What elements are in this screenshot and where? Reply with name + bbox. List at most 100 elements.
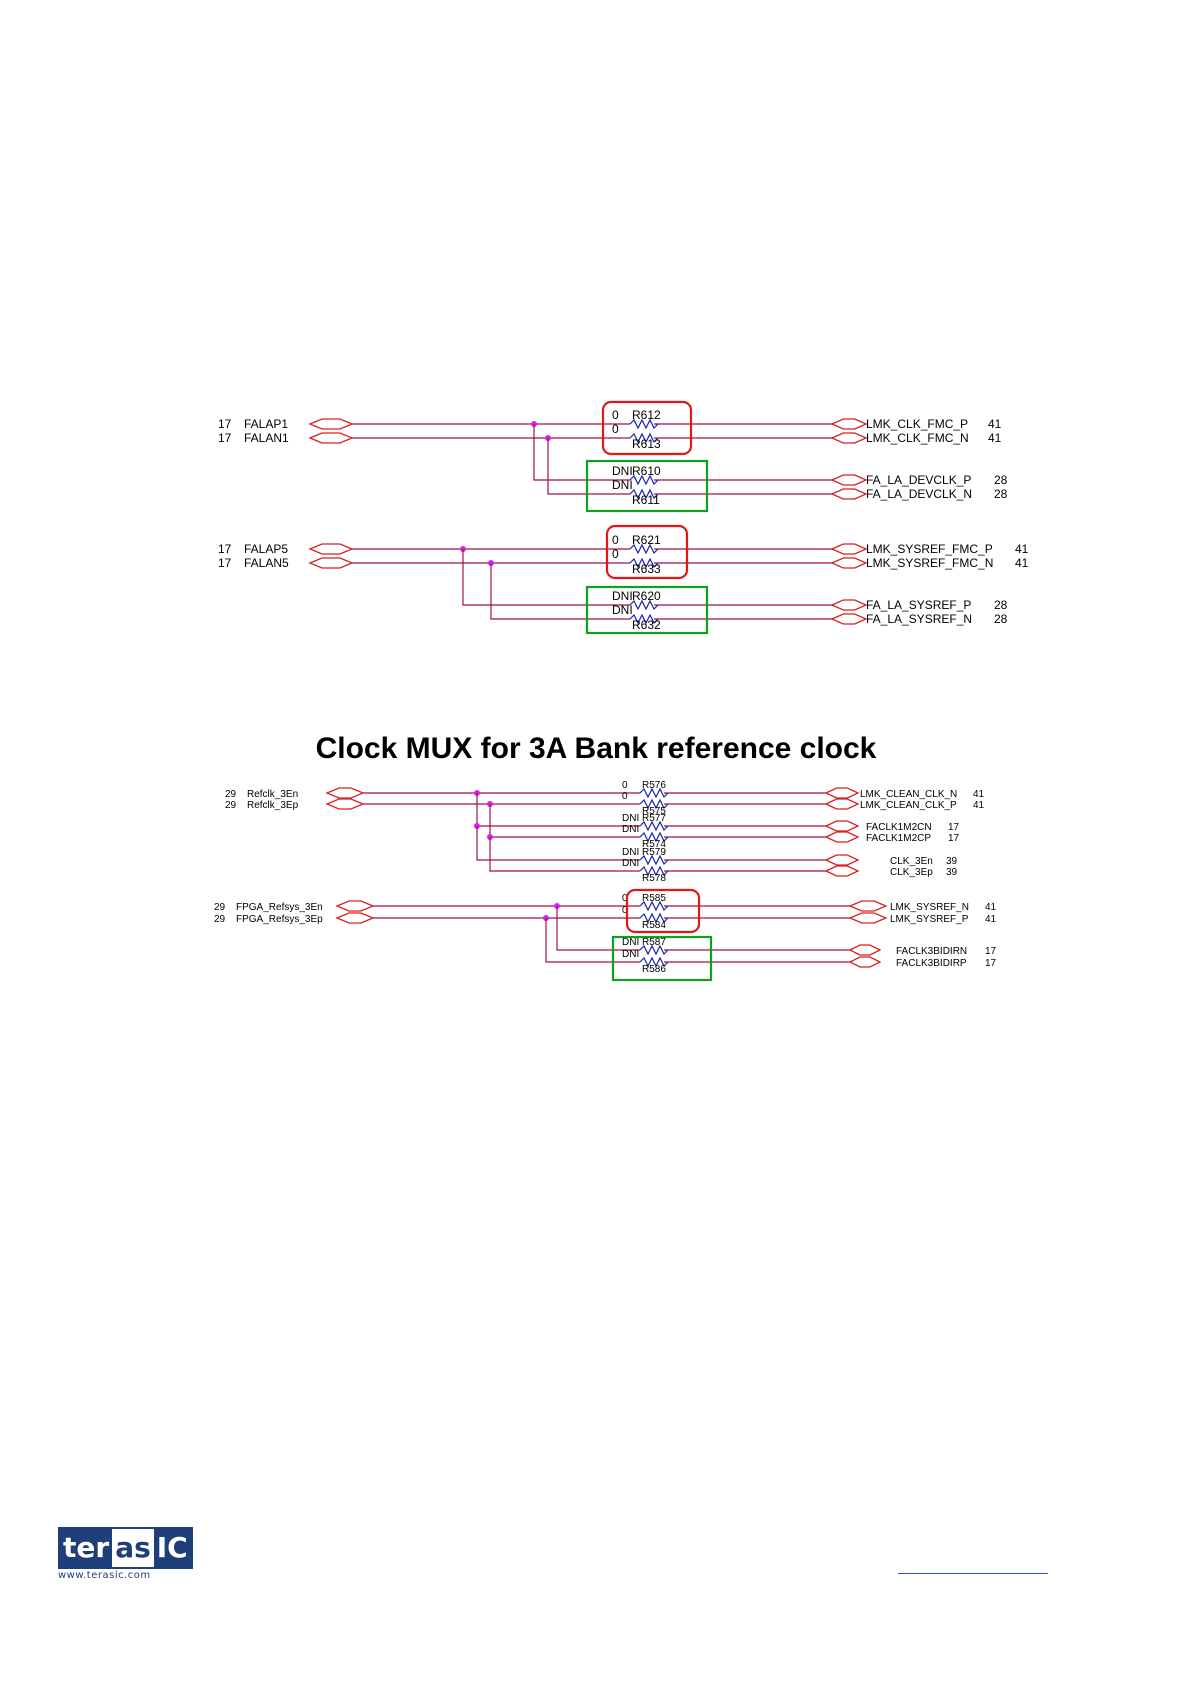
d2b-out-port-2 <box>848 912 888 924</box>
d1a-in-sheet-1: 17 <box>218 417 232 431</box>
d2b-res-main-highlight-box <box>625 888 701 934</box>
d1a-in-sheet-2: 17 <box>218 431 232 445</box>
wire <box>462 549 630 606</box>
d2a-out-name-2: LMK_CLEAN_CLK_P <box>860 800 957 811</box>
d2a-res3-ref1: R579 <box>642 847 666 858</box>
d2a-res3-val2: DNI <box>622 858 639 869</box>
d1a-res-alt-val2: DNI <box>612 478 633 492</box>
d2a-res3-ref2: R578 <box>642 873 666 884</box>
d1a-out-name-1: LMK_CLK_FMC_P <box>866 417 968 431</box>
d1b-res-alt-val2: DNI <box>612 603 633 617</box>
d2a-out-sheet-6: 39 <box>946 867 958 878</box>
d1b-in-sheet-2: 17 <box>218 556 232 570</box>
d2b-out-sheet-4: 17 <box>985 958 997 969</box>
d2b-out-name-4: FACLK3BIDIRP <box>896 958 967 969</box>
d1a-out-name-2: LMK_CLK_FMC_N <box>866 431 969 445</box>
wire <box>545 918 640 963</box>
d2b-res-alt-val2: DNI <box>622 949 639 960</box>
wire <box>489 804 640 838</box>
d1b-out-name-2: LMK_SYSREF_FMC_N <box>866 556 993 570</box>
d2a-res2-ref2: R574 <box>642 839 666 850</box>
d2b-in-sheet-2: 29 <box>214 914 226 925</box>
resistor-symbol <box>639 854 669 866</box>
d1a-res-main-ref1: R612 <box>632 408 661 422</box>
d1a-res-alt-highlight-box <box>585 459 709 513</box>
d2a-in-port-2 <box>325 798 365 810</box>
resistor-symbol <box>639 787 669 799</box>
d2a-out-name-1: LMK_CLEAN_CLK_N <box>860 789 957 800</box>
d2b-res-alt-ref1: R587 <box>642 937 666 948</box>
d2a-in-sheet-2: 29 <box>225 800 237 811</box>
footer-link[interactable] <box>898 1572 1048 1574</box>
d1b-in-name-2: FALAN5 <box>244 556 289 570</box>
d1b-in-port-1 <box>308 543 354 555</box>
resistor-symbol <box>629 488 659 500</box>
resistor-symbol <box>629 418 659 430</box>
wire <box>489 837 640 872</box>
d2b-res-main-val2: 0 <box>622 905 628 916</box>
d2a-out-sheet-2: 41 <box>973 800 985 811</box>
d2a-out-port-3 <box>824 820 860 832</box>
terasic-logo: ter as IC www.terasic.com <box>58 1527 193 1581</box>
d2a-out-port-1 <box>824 787 860 799</box>
d1a-in-port-2 <box>308 432 354 444</box>
d1b-in-port-2 <box>308 557 354 569</box>
d1b-out-port-1 <box>830 543 868 555</box>
d2a-out-name-4: FACLK1M2CP <box>866 833 931 844</box>
d1a-out-name-4: FA_LA_DEVCLK_N <box>866 487 972 501</box>
d2a-out-sheet-5: 39 <box>946 856 958 867</box>
d1a-res-alt-ref2: R611 <box>632 493 660 507</box>
d2b-out-port-4 <box>848 956 882 968</box>
d1a-in-name-2: FALAN1 <box>244 431 289 445</box>
d1a-out-port-1 <box>830 418 868 430</box>
d2a-out-name-3: FACLK1M2CN <box>866 822 932 833</box>
d2a-res2-val2: DNI <box>622 824 639 835</box>
d2b-res-alt-highlight-box <box>611 935 713 982</box>
d2a-out-sheet-4: 17 <box>948 833 960 844</box>
resistor-symbol <box>629 613 659 625</box>
d2b-in-name-1: FPGA_Refsys_3En <box>236 902 323 913</box>
d1a-out-port-2 <box>830 432 868 444</box>
d1a-out-sheet-1: 41 <box>988 417 1002 431</box>
d2b-res-alt-val1: DNI <box>622 937 639 948</box>
d2b-out-port-3 <box>848 944 882 956</box>
d2a-out-name-6: CLK_3Ep <box>890 867 933 878</box>
resistor-symbol <box>629 557 659 569</box>
d1a-res-main-val2: 0 <box>612 422 619 436</box>
d1b-out-name-1: LMK_SYSREF_FMC_P <box>866 542 993 556</box>
d1b-res-main-highlight-box <box>605 524 689 580</box>
d1b-res-alt-ref2: R632 <box>632 618 661 632</box>
d1a-out-sheet-4: 28 <box>994 487 1008 501</box>
d1b-out-sheet-3: 28 <box>994 598 1008 612</box>
d2a-out-sheet-1: 41 <box>973 789 985 800</box>
d2b-res-alt-ref2: R586 <box>642 964 666 975</box>
d2b-out-name-2: LMK_SYSREF_P <box>890 914 969 925</box>
d2a-res1-ref1: R576 <box>642 780 666 791</box>
d2a-out-port-6 <box>824 865 860 877</box>
d2b-res-main-val1: 0 <box>622 893 628 904</box>
d1b-out-sheet-4: 28 <box>994 612 1008 626</box>
page-title: Clock MUX for 3A Bank reference clock <box>315 732 877 765</box>
d2b-out-name-3: FACLK3BIDIRN <box>896 946 967 957</box>
d2b-out-port-1 <box>848 900 888 912</box>
d1b-res-alt-ref1: R620 <box>632 589 661 603</box>
d2b-res-main-ref1: R585 <box>642 893 666 904</box>
d2a-res1-val2: 0 <box>622 791 628 802</box>
resistor-symbol <box>629 543 659 555</box>
d2b-out-sheet-1: 41 <box>985 902 997 913</box>
d2a-out-sheet-3: 17 <box>948 822 960 833</box>
d2a-in-name-2: Refclk_3Ep <box>247 800 299 811</box>
d2a-out-port-5 <box>824 854 860 866</box>
d1b-out-port-2 <box>830 557 868 569</box>
d2a-res1-val1: 0 <box>622 780 628 791</box>
d1b-res-main-val1: 0 <box>612 533 619 547</box>
logo-part-1: ter <box>60 1529 113 1567</box>
logo-url: www.terasic.com <box>58 1570 151 1581</box>
logo-part-3: IC <box>153 1529 191 1567</box>
d2b-in-port-2 <box>335 912 375 924</box>
d1a-res-main-ref2: R613 <box>632 437 661 451</box>
d1a-out-port-4 <box>830 488 868 500</box>
d2a-res3-val1: DNI <box>622 847 639 858</box>
d2b-res-main-ref2: R584 <box>642 920 666 931</box>
